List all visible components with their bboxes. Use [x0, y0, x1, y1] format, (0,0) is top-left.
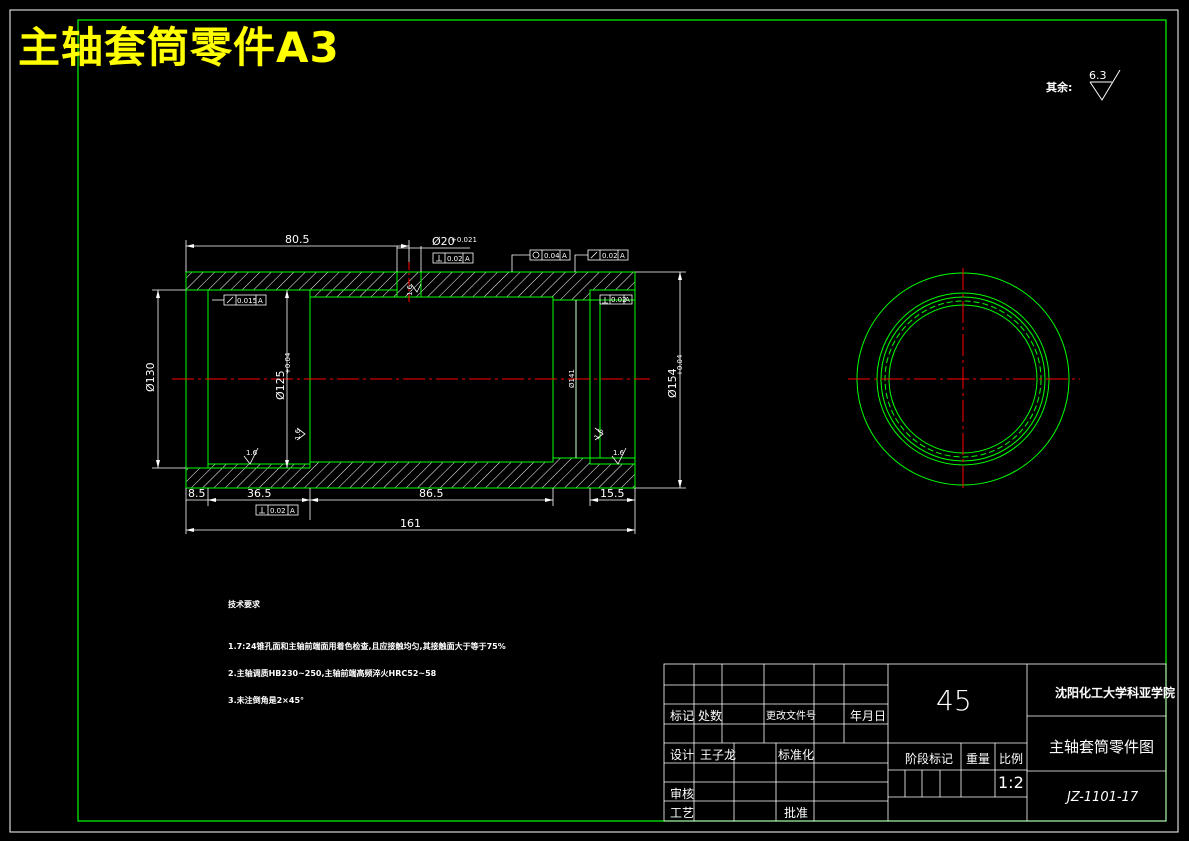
gdt-runout-left-value: 0.015: [237, 297, 257, 305]
gdt-runout-left-datum: A: [258, 297, 263, 305]
tb-scale-label: 比例: [999, 752, 1024, 766]
gdt-perp-top-datum: A: [465, 255, 470, 263]
dim-125-tol: +0.04: [284, 352, 292, 374]
hatch-top-left: [185, 271, 398, 291]
tb-designer: 王子龙: [700, 748, 737, 762]
sheet-title: 主轴套筒零件A3: [18, 23, 340, 72]
dim-8-5: 8.5: [188, 487, 206, 500]
tb-review-label: 审核: [670, 787, 695, 801]
runout-icon: [226, 296, 234, 304]
tech-requirement-2: 2.主轴调质HB230~250,主轴前端高频淬火HRC52~58: [228, 669, 437, 678]
tb-drawing-no: JZ-1101-17: [1067, 790, 1139, 805]
end-view: [848, 268, 1080, 492]
tb-design-label: 设计: [670, 748, 695, 762]
tb-material: 45: [936, 684, 972, 717]
outer-frame: [9, 9, 1179, 833]
title-block-lines: [663, 663, 1167, 822]
dim-20-tol: +0.021: [451, 236, 477, 244]
tb-scale: 1:2: [998, 773, 1024, 792]
inner-frame: [77, 19, 1167, 822]
tb-count-label: 处数: [698, 709, 723, 723]
tech-requirement-3: 3.未注倒角是2×45°: [228, 696, 305, 705]
dim-154-tol: +0.04: [676, 354, 684, 376]
perpendicular-icon: [602, 297, 608, 304]
tb-school: 沈阳化工大学科亚学院: [1055, 686, 1176, 700]
roughness-mark-2: 1.6: [294, 428, 302, 440]
tb-approve-label: 批准: [784, 806, 809, 820]
hatch-top-shoulder: [208, 290, 310, 297]
tb-change-doc-label: 更改文件号: [766, 711, 816, 722]
gdt-perp-bottom-datum: A: [290, 507, 295, 515]
roughness-symbol-icon: [1089, 69, 1121, 101]
tb-stage-label: 阶段标记: [905, 752, 954, 766]
dim-80-5: 80.5: [285, 233, 310, 246]
tb-drawing-name: 主轴套筒零件图: [1049, 738, 1155, 756]
roughness-mark-5: 1.6: [613, 449, 625, 457]
gdt-perp-right-datum: A: [625, 296, 630, 304]
dim-141: Ø141: [568, 369, 576, 388]
dim-161: 161: [400, 517, 421, 530]
tb-standard-label: 标准化: [778, 748, 815, 762]
cylindricity-icon: [532, 251, 540, 259]
dim-36-5: 36.5: [247, 487, 272, 500]
dim-15-5: 15.5: [600, 487, 625, 500]
roughness-note-label: 其余:: [1046, 80, 1072, 94]
gdt-perp-top-value: 0.02: [447, 255, 463, 263]
gdt-runout-top-datum: A: [620, 252, 625, 260]
perpendicular-icon: [259, 507, 265, 514]
perpendicular-icon: [436, 255, 442, 262]
tb-mark-label: 标记: [670, 709, 695, 723]
dim-130: Ø130: [144, 362, 157, 392]
tb-weight-label: 重量: [966, 752, 991, 766]
dim-154: Ø154: [666, 368, 679, 398]
runout-icon: [590, 251, 598, 259]
gdt-perp-right-value: 0.02: [611, 296, 627, 304]
gdt-runout-top-value: 0.02: [602, 252, 618, 260]
tb-date-label: 年月日: [850, 709, 887, 723]
section-view: 80.5 Ø20 +0.021 Ø130 Ø125 +0.04 Ø141 Ø15…: [144, 233, 686, 534]
gdt-cyl-top-value: 0.04: [544, 252, 560, 260]
gdt-perp-bottom-value: 0.02: [270, 507, 286, 515]
dim-125: Ø125: [274, 370, 287, 400]
tech-requirement-1: 1.7:24锥孔面和主轴前端面用着色检查,且应接触均匀,其接触面大于等于75%: [228, 642, 506, 651]
tb-process-label: 工艺: [670, 806, 695, 820]
tech-requirements-title: 技术要求: [228, 600, 260, 609]
roughness-mark-3: 1.6: [406, 284, 414, 296]
roughness-mark-1: 1.6: [246, 449, 258, 457]
roughness-mark-4: 1.6: [593, 427, 606, 441]
roughness-note-value: 6.3: [1089, 69, 1107, 82]
gdt-cyl-top-datum: A: [562, 252, 567, 260]
dim-86-5: 86.5: [419, 487, 444, 500]
dim-20: Ø20: [432, 235, 455, 248]
